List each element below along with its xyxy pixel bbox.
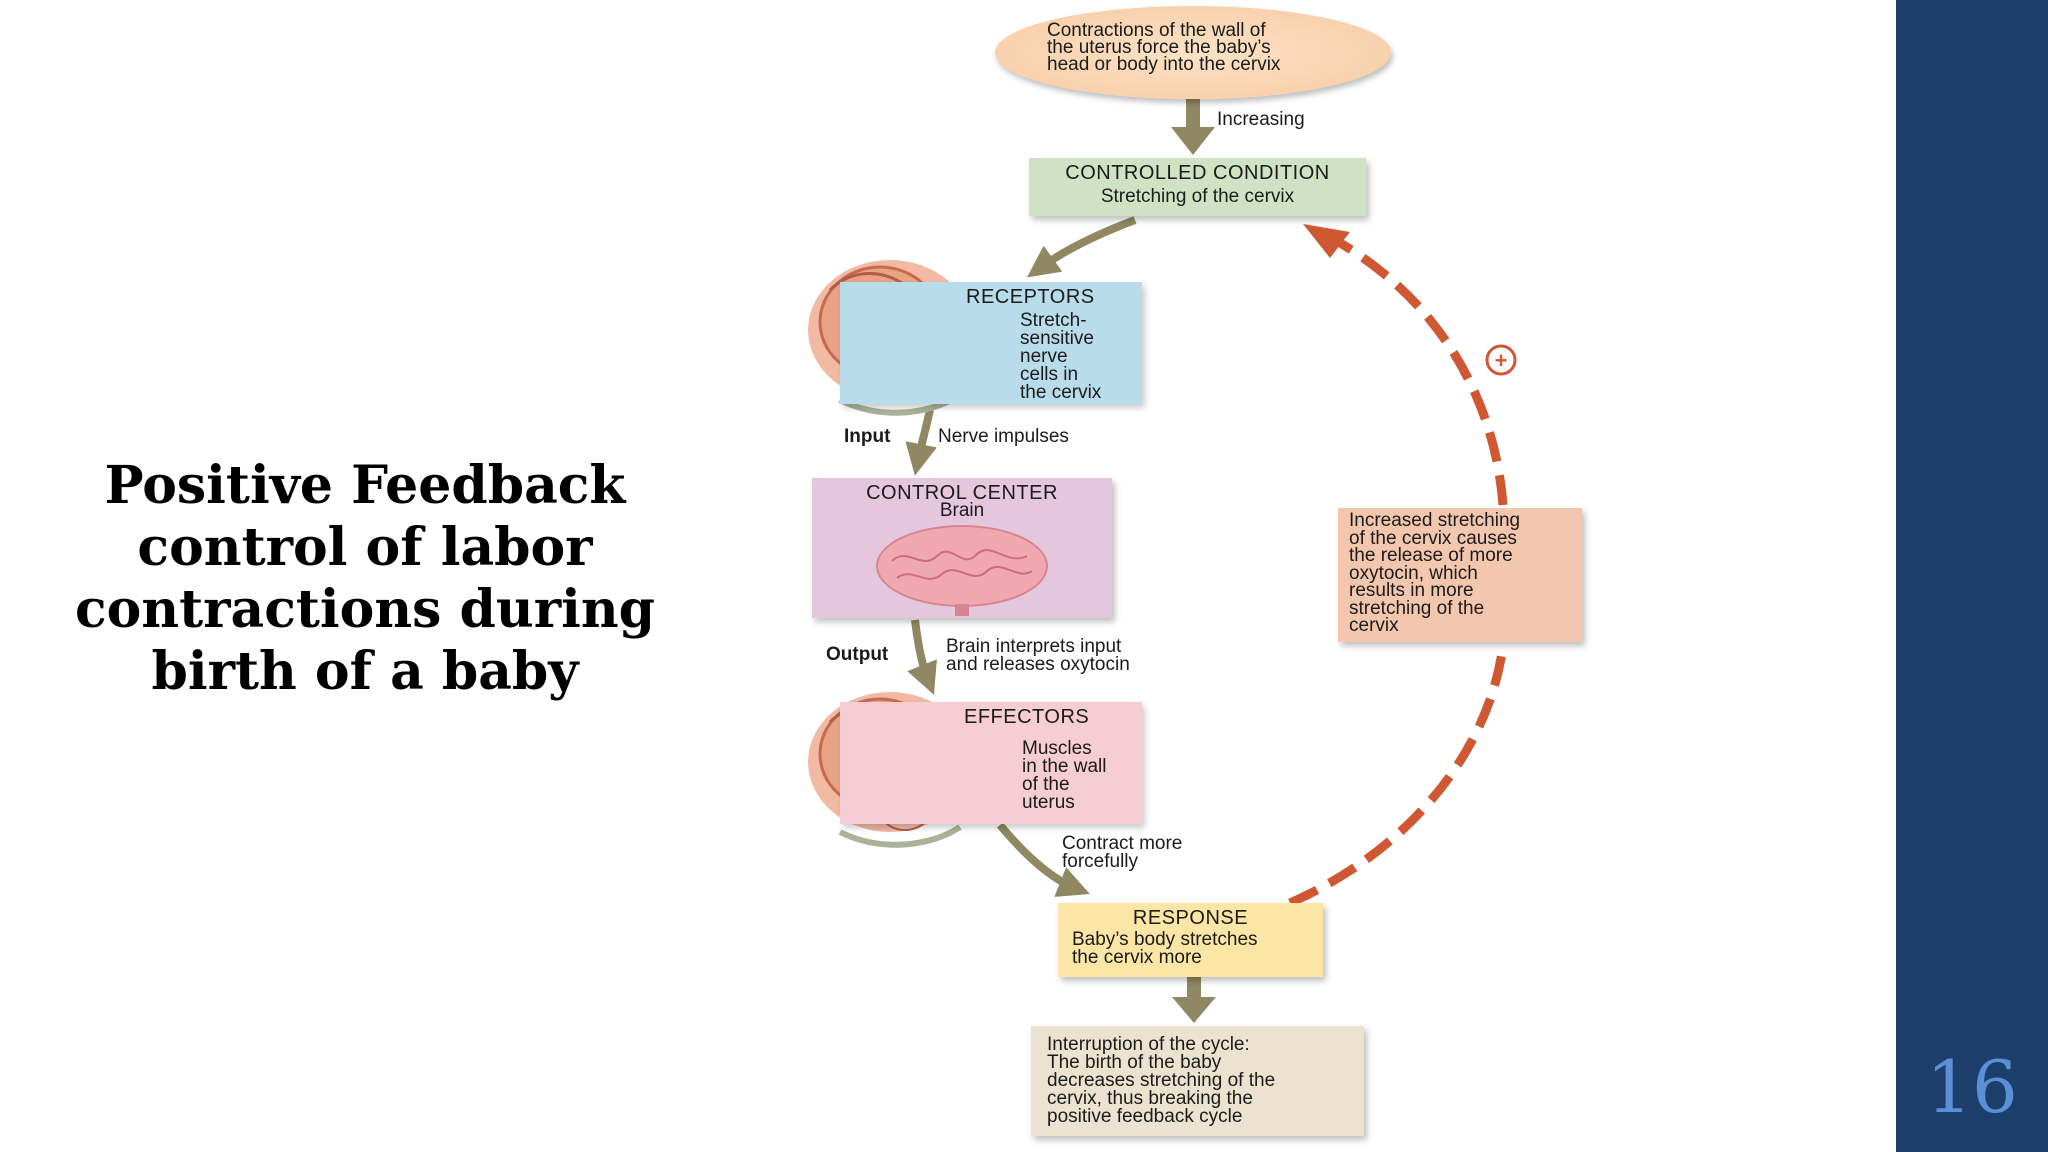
effectors-text: Muscles in the wall of the uterus xyxy=(1022,738,1107,813)
receptors-line: nerve xyxy=(1020,346,1068,367)
arrow-to-receptors xyxy=(1027,216,1137,278)
arrow-to-interruption xyxy=(1172,977,1216,1023)
receptors-line: cells in xyxy=(1020,364,1079,385)
receptors-line: Stretch- xyxy=(1020,310,1087,331)
effectors-box: EFFECTORS Muscles in the wall of the ute… xyxy=(840,702,1142,824)
feedback-note-line: results in more xyxy=(1349,580,1474,601)
stimulus-line: Contractions of the wall of xyxy=(1047,20,1266,41)
nerve-impulses-label: Nerve impulses xyxy=(938,426,1069,447)
feedback-loop-dashed xyxy=(1288,236,1508,908)
control-center-text: Brain xyxy=(939,500,985,521)
brain-interprets-line: and releases oxytocin xyxy=(946,654,1130,675)
input-label: Input xyxy=(844,426,891,447)
receptors-box: RECEPTORS Stretch- sensitive nerve cells… xyxy=(840,282,1142,404)
interruption-line: decreases stretching of the xyxy=(1047,1070,1276,1091)
response-line: the cervix more xyxy=(1072,947,1202,968)
arrow-output xyxy=(907,619,937,695)
page-number: 16 xyxy=(1926,1045,2018,1129)
plus-symbol: + xyxy=(1495,348,1508,373)
receptors-line: the cervix xyxy=(1020,382,1102,403)
arrow-increasing xyxy=(1171,99,1215,155)
receptors-heading: RECEPTORS xyxy=(966,286,1095,308)
control-center-heading: CONTROL CENTER xyxy=(866,482,1058,504)
interruption-line: cervix, thus breaking the xyxy=(1047,1088,1253,1109)
brain-interprets-text: Brain interprets input and releases oxyt… xyxy=(946,636,1130,675)
receptors-text: Stretch- sensitive nerve cells in the ce… xyxy=(1020,310,1102,403)
increasing-label: Increasing xyxy=(1217,109,1305,130)
effectors-heading: EFFECTORS xyxy=(964,706,1090,728)
effectors-line: uterus xyxy=(1022,792,1075,813)
right-sidebar xyxy=(1896,0,2048,1152)
output-label: Output xyxy=(826,644,889,665)
controlled-condition-box: CONTROLLED CONDITION Stretching of the c… xyxy=(1029,158,1366,216)
feedback-note-line: oxytocin, which xyxy=(1349,562,1478,584)
feedback-loop-arrowhead xyxy=(1303,224,1350,258)
interruption-box: Interruption of the cycle: The birth of … xyxy=(1031,1026,1364,1136)
receptors-line: sensitive xyxy=(1020,328,1094,349)
slide-title: Positive Feedback control of labor contr… xyxy=(60,455,670,703)
effectors-line: Muscles xyxy=(1022,738,1092,759)
brain-icon xyxy=(876,525,1048,616)
slide-title-line: contractions during xyxy=(74,579,656,640)
feedback-note-line: the release of more xyxy=(1349,545,1513,566)
effectors-line: of the xyxy=(1022,774,1070,795)
arrow-input xyxy=(905,409,937,476)
contract-line: forcefully xyxy=(1062,851,1139,872)
feedback-note-line: cervix xyxy=(1349,615,1399,636)
slide-title-line: control of labor xyxy=(137,517,593,578)
feedback-note-line: Increased stretching xyxy=(1349,510,1521,531)
response-line: Baby’s body stretches xyxy=(1072,929,1258,950)
control-center-box: CONTROL CENTER Brain xyxy=(812,478,1112,618)
feedback-note-line: of the cervix causes xyxy=(1349,527,1517,549)
plus-circle xyxy=(1485,344,1517,376)
slide-title-line: Positive Feedback xyxy=(104,455,626,516)
stimulus-line: head or body into the cervix xyxy=(1047,54,1281,75)
interruption-line: Interruption of the cycle: xyxy=(1047,1034,1250,1055)
slide-title-line: birth of a baby xyxy=(151,641,579,702)
response-box: RESPONSE Baby’s body stretches the cervi… xyxy=(1058,903,1323,977)
interruption-line: positive feedback cycle xyxy=(1047,1106,1243,1127)
arrow-contract xyxy=(996,822,1090,897)
interruption-line: The birth of the baby xyxy=(1047,1052,1222,1073)
controlled-condition-heading: CONTROLLED CONDITION xyxy=(1065,162,1330,184)
stimulus-ellipse: Contractions of the wall of the uterus f… xyxy=(995,6,1391,99)
brain-interprets-line: Brain interprets input xyxy=(946,636,1122,657)
feedback-note-box: Increased stretching of the cervix cause… xyxy=(1338,508,1582,642)
response-heading: RESPONSE xyxy=(1132,907,1249,929)
controlled-condition-text: Stretching of the cervix xyxy=(1100,186,1295,207)
stimulus-line: the uterus force the baby’s xyxy=(1047,37,1271,58)
contract-line: Contract more xyxy=(1062,833,1183,854)
feedback-note-line: stretching of the xyxy=(1349,597,1485,619)
contract-text: Contract more forcefully xyxy=(1062,833,1183,872)
effectors-line: in the wall xyxy=(1022,756,1107,777)
